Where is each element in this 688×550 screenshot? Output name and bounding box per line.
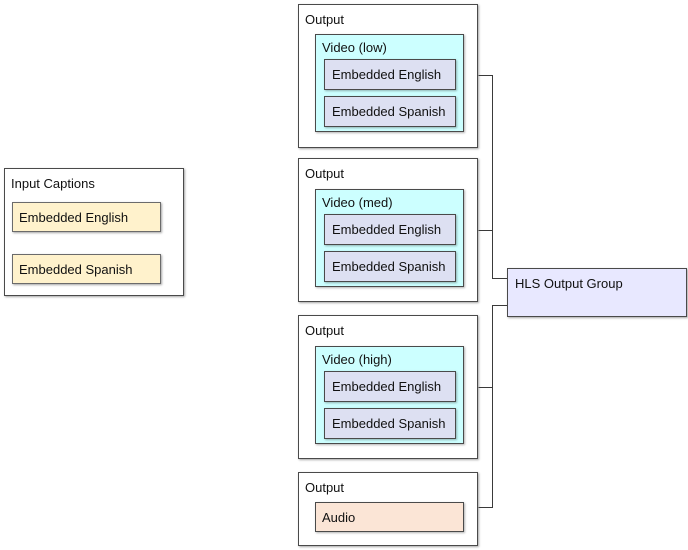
video-low-title: Video (low) [322,40,387,55]
input-captions-title: Input Captions [11,176,95,191]
video-med-track-spanish: Embedded Spanish [324,251,456,282]
input-caption-english: Embedded English [12,202,161,232]
video-med-track-spanish-label: Embedded Spanish [332,259,446,274]
connector-output-med [478,230,493,279]
video-high-title: Video (high) [322,352,392,367]
connector-output-high [478,305,507,388]
input-caption-spanish-label: Embedded Spanish [19,261,133,277]
output-high-title: Output [305,323,345,338]
video-low-track-english-label: Embedded English [332,67,442,82]
video-low-track-spanish-label: Embedded Spanish [332,104,446,119]
hls-output-group-title: HLS Output Group [515,276,623,291]
input-caption-english-label: Embedded English [19,209,129,225]
input-caption-spanish: Embedded Spanish [12,254,161,284]
audio-label: Audio [322,509,356,525]
video-med-track-english-label: Embedded English [332,222,442,237]
video-low-track-spanish: Embedded Spanish [324,96,456,127]
video-high-track-english-label: Embedded English [332,379,442,394]
video-low-track-english: Embedded English [324,59,456,90]
video-med-title: Video (med) [322,195,393,210]
video-high-track-english: Embedded English [324,371,456,402]
video-high-track-spanish: Embedded Spanish [324,408,456,439]
hls-output-group-box: HLS Output Group [507,268,687,317]
audio-box: Audio [315,502,464,532]
video-high-track-spanish-label: Embedded Spanish [332,416,446,431]
connector-output-audio [478,387,493,508]
output-audio-title: Output [305,480,345,495]
video-med-track-english: Embedded English [324,214,456,245]
output-low-title: Output [305,12,345,27]
connector-output-low [478,75,507,279]
output-med-title: Output [305,166,345,181]
